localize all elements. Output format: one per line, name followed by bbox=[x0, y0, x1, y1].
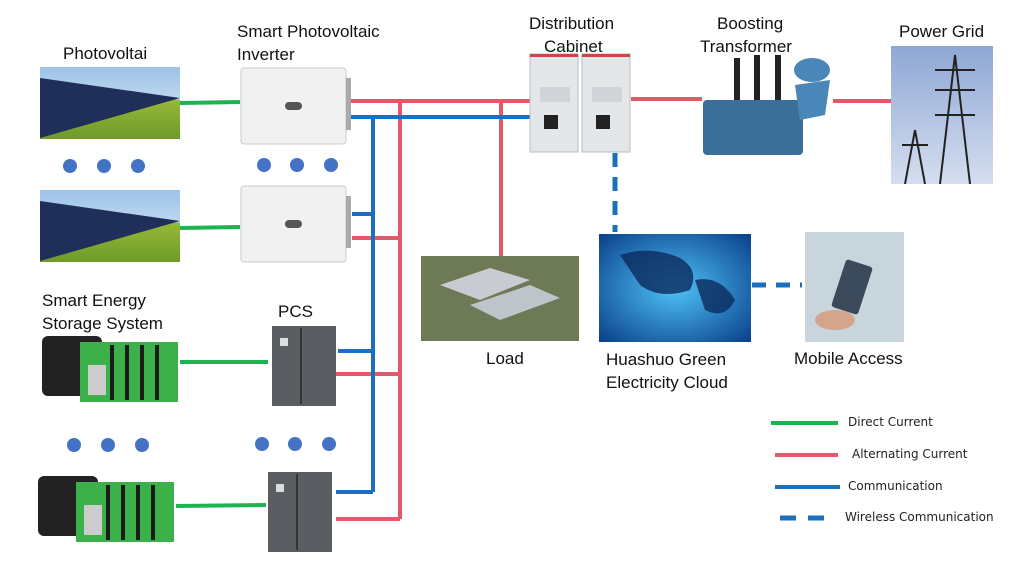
distribution-cabinet bbox=[529, 53, 631, 153]
label-inverter-2: Inverter bbox=[237, 45, 295, 64]
label-mobile: Mobile Access bbox=[794, 349, 903, 368]
legend-label-comm: Communication bbox=[848, 479, 943, 493]
dot bbox=[255, 437, 269, 451]
inverter-2 bbox=[240, 185, 351, 263]
storage-battery-2 bbox=[38, 476, 174, 542]
dc-line-pv1 bbox=[179, 100, 241, 105]
label-grid: Power Grid bbox=[899, 22, 985, 41]
dc-line-storage2 bbox=[175, 503, 267, 508]
pv-panel-1 bbox=[40, 67, 180, 139]
pv-panel-2 bbox=[40, 190, 180, 262]
dc-lines bbox=[175, 100, 268, 508]
dc-line-pv2 bbox=[179, 225, 241, 230]
dot bbox=[135, 438, 149, 452]
cloud-photo bbox=[599, 234, 751, 342]
label-load: Load bbox=[486, 349, 524, 368]
dot bbox=[101, 438, 115, 452]
legend-swatches bbox=[771, 421, 840, 521]
storage-battery-1 bbox=[42, 336, 178, 402]
label-storage-2: Storage System bbox=[42, 314, 163, 333]
dot bbox=[324, 158, 338, 172]
legend-label-wireless: Wireless Communication bbox=[845, 510, 994, 524]
dot bbox=[131, 159, 145, 173]
load-photo bbox=[421, 256, 579, 341]
dot bbox=[97, 159, 111, 173]
dot bbox=[63, 159, 77, 173]
label-cabinet-2: Cabinet bbox=[544, 37, 603, 56]
ellipsis-dots bbox=[63, 158, 338, 452]
label-inverter-1: Smart Photovoltaic bbox=[237, 22, 380, 41]
label-pcs: PCS bbox=[278, 302, 313, 321]
dot bbox=[288, 437, 302, 451]
legend-label-ac: Alternating Current bbox=[852, 447, 968, 461]
inverter-1 bbox=[240, 67, 351, 145]
label-pv: Photovoltai bbox=[63, 44, 148, 63]
legend-label-dc: Direct Current bbox=[848, 415, 933, 429]
label-cabinet-1: Distribution bbox=[529, 14, 615, 33]
transformer bbox=[703, 55, 830, 155]
dot bbox=[322, 437, 336, 451]
dot bbox=[67, 438, 81, 452]
power-grid-photo bbox=[891, 46, 993, 185]
mobile-photo bbox=[805, 232, 904, 342]
pcs-cabinet-2 bbox=[268, 472, 332, 552]
dot bbox=[257, 158, 271, 172]
pcs-cabinet-1 bbox=[272, 326, 336, 406]
label-cloud-2: Electricity Cloud bbox=[606, 373, 728, 392]
ac-lines bbox=[336, 97, 891, 521]
dot bbox=[290, 158, 304, 172]
label-storage-1: Smart Energy bbox=[42, 291, 146, 310]
label-transformer-2: Transformer bbox=[700, 37, 792, 56]
label-cloud-1: Huashuo Green bbox=[606, 350, 727, 369]
comm-lines bbox=[336, 115, 530, 494]
label-transformer-1: Boosting bbox=[717, 14, 784, 33]
wireless-lines bbox=[612, 153, 802, 288]
